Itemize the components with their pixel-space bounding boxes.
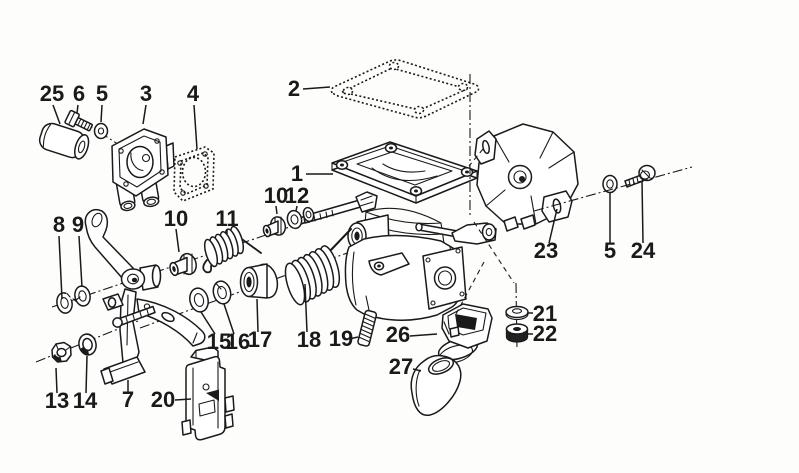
part-10-bushing-left	[169, 252, 197, 277]
callout-label-23-22: 23	[534, 238, 558, 263]
callout-label-3-3: 3	[140, 81, 152, 106]
callout-leader-6-1	[76, 104, 79, 114]
callout-leader-10-7	[275, 205, 278, 215]
callout-leader-3-3	[142, 104, 147, 125]
callout-label-20-21: 20	[151, 387, 175, 412]
callout-leader-4-4	[193, 104, 198, 150]
part-19-spring	[357, 295, 378, 347]
part-1-cover	[331, 141, 478, 204]
part-10-bushing-shaft	[262, 216, 287, 238]
callout-leader-18-16	[304, 283, 308, 333]
callout-label-26-27: 26	[386, 322, 410, 347]
callout-leader-19-17	[348, 336, 359, 340]
part-25-sleeve	[38, 122, 90, 160]
part-7-lever-assembly	[84, 208, 206, 385]
callout-label-21-25: 21	[533, 301, 557, 326]
callout-label-14-19: 14	[73, 388, 98, 413]
part-16-clip	[212, 280, 232, 305]
callout-label-22-26: 22	[533, 321, 557, 346]
callout-label-1-6: 1	[291, 161, 303, 186]
callout-leader-23-22	[548, 208, 558, 244]
part-5-washer-left	[93, 122, 109, 140]
part-11-spring	[202, 225, 262, 274]
callout-leader-16-14	[223, 303, 235, 335]
callout-label-10-9: 10	[164, 206, 188, 231]
part-3-housing	[111, 128, 175, 212]
callout-leader-26-27	[409, 333, 438, 337]
callout-label-17-15: 17	[248, 327, 272, 352]
callout-label-6-1: 6	[73, 81, 85, 106]
callout-label-16-14: 16	[226, 329, 250, 354]
callout-label-7-20: 7	[122, 387, 134, 412]
part-15-washer	[189, 287, 209, 313]
callout-leader-15-13	[200, 311, 216, 335]
callout-label-13-18: 13	[45, 388, 69, 413]
callout-label-18-16: 18	[297, 327, 321, 352]
callout-label-8-11: 8	[53, 212, 65, 237]
axis-actuator-screw	[533, 166, 693, 212]
callout-leader-5-2	[100, 104, 103, 123]
callout-label-5-2: 5	[96, 81, 108, 106]
part-6-screw	[64, 109, 93, 132]
callout-leader-10-9	[175, 228, 180, 253]
part-9-washer	[74, 285, 91, 307]
callout-leader-27-28	[412, 368, 422, 372]
callout-label-2-5: 2	[288, 76, 300, 101]
callout-leader-14-19	[85, 355, 88, 394]
callout-label-4-4: 4	[187, 81, 200, 106]
dashed-body-to-switch	[455, 261, 485, 315]
part-26-switch	[437, 303, 493, 364]
dashed-ear-to-cover	[468, 148, 484, 167]
callout-label-9-12: 9	[72, 212, 84, 237]
callout-leader-25-0	[52, 104, 61, 125]
part-27-boot	[410, 354, 462, 416]
part-14-washer	[78, 333, 97, 356]
dashed-body-to-nut	[473, 221, 515, 284]
part-18-spring	[284, 228, 352, 306]
callout-leader-13-18	[55, 367, 58, 394]
part-2-top-gasket	[330, 59, 480, 119]
part-21-washer	[505, 305, 529, 321]
callout-leader-17-15	[256, 298, 259, 333]
part-22-nut	[505, 323, 529, 343]
callout-label-15-13: 15	[207, 329, 231, 354]
callout-leader-20-21	[174, 398, 192, 401]
callout-leader-9-12	[78, 235, 83, 288]
part-4-gasket	[173, 146, 215, 202]
part-8-clip	[56, 289, 78, 314]
callout-label-11-10: 11	[215, 206, 238, 231]
callout-label-24-24: 24	[631, 238, 656, 263]
callout-label-19-17: 19	[329, 326, 353, 351]
part-12-washer	[286, 206, 315, 230]
part-17-bushing	[239, 263, 279, 299]
part-throttle-body	[344, 214, 497, 321]
part-13-nut	[51, 341, 72, 363]
center-axes-over	[455, 74, 693, 315]
callout-leader-12-8	[295, 205, 298, 212]
part-24-screw	[624, 164, 656, 188]
callout-leader-8-11	[58, 235, 63, 300]
callout-label-10-7: 10	[264, 183, 288, 208]
part-23-actuator	[474, 123, 579, 232]
callout-leader-2-5	[302, 86, 331, 90]
part-20-bracket	[181, 346, 235, 441]
callout-leader-24-24	[641, 180, 644, 244]
part-5-washer-right	[602, 174, 618, 194]
callout-label-27-28: 27	[389, 354, 413, 379]
callout-label-5-23: 5	[604, 238, 616, 263]
callout-label-12-8: 12	[285, 183, 309, 208]
callout-label-25-0: 25	[40, 81, 64, 106]
